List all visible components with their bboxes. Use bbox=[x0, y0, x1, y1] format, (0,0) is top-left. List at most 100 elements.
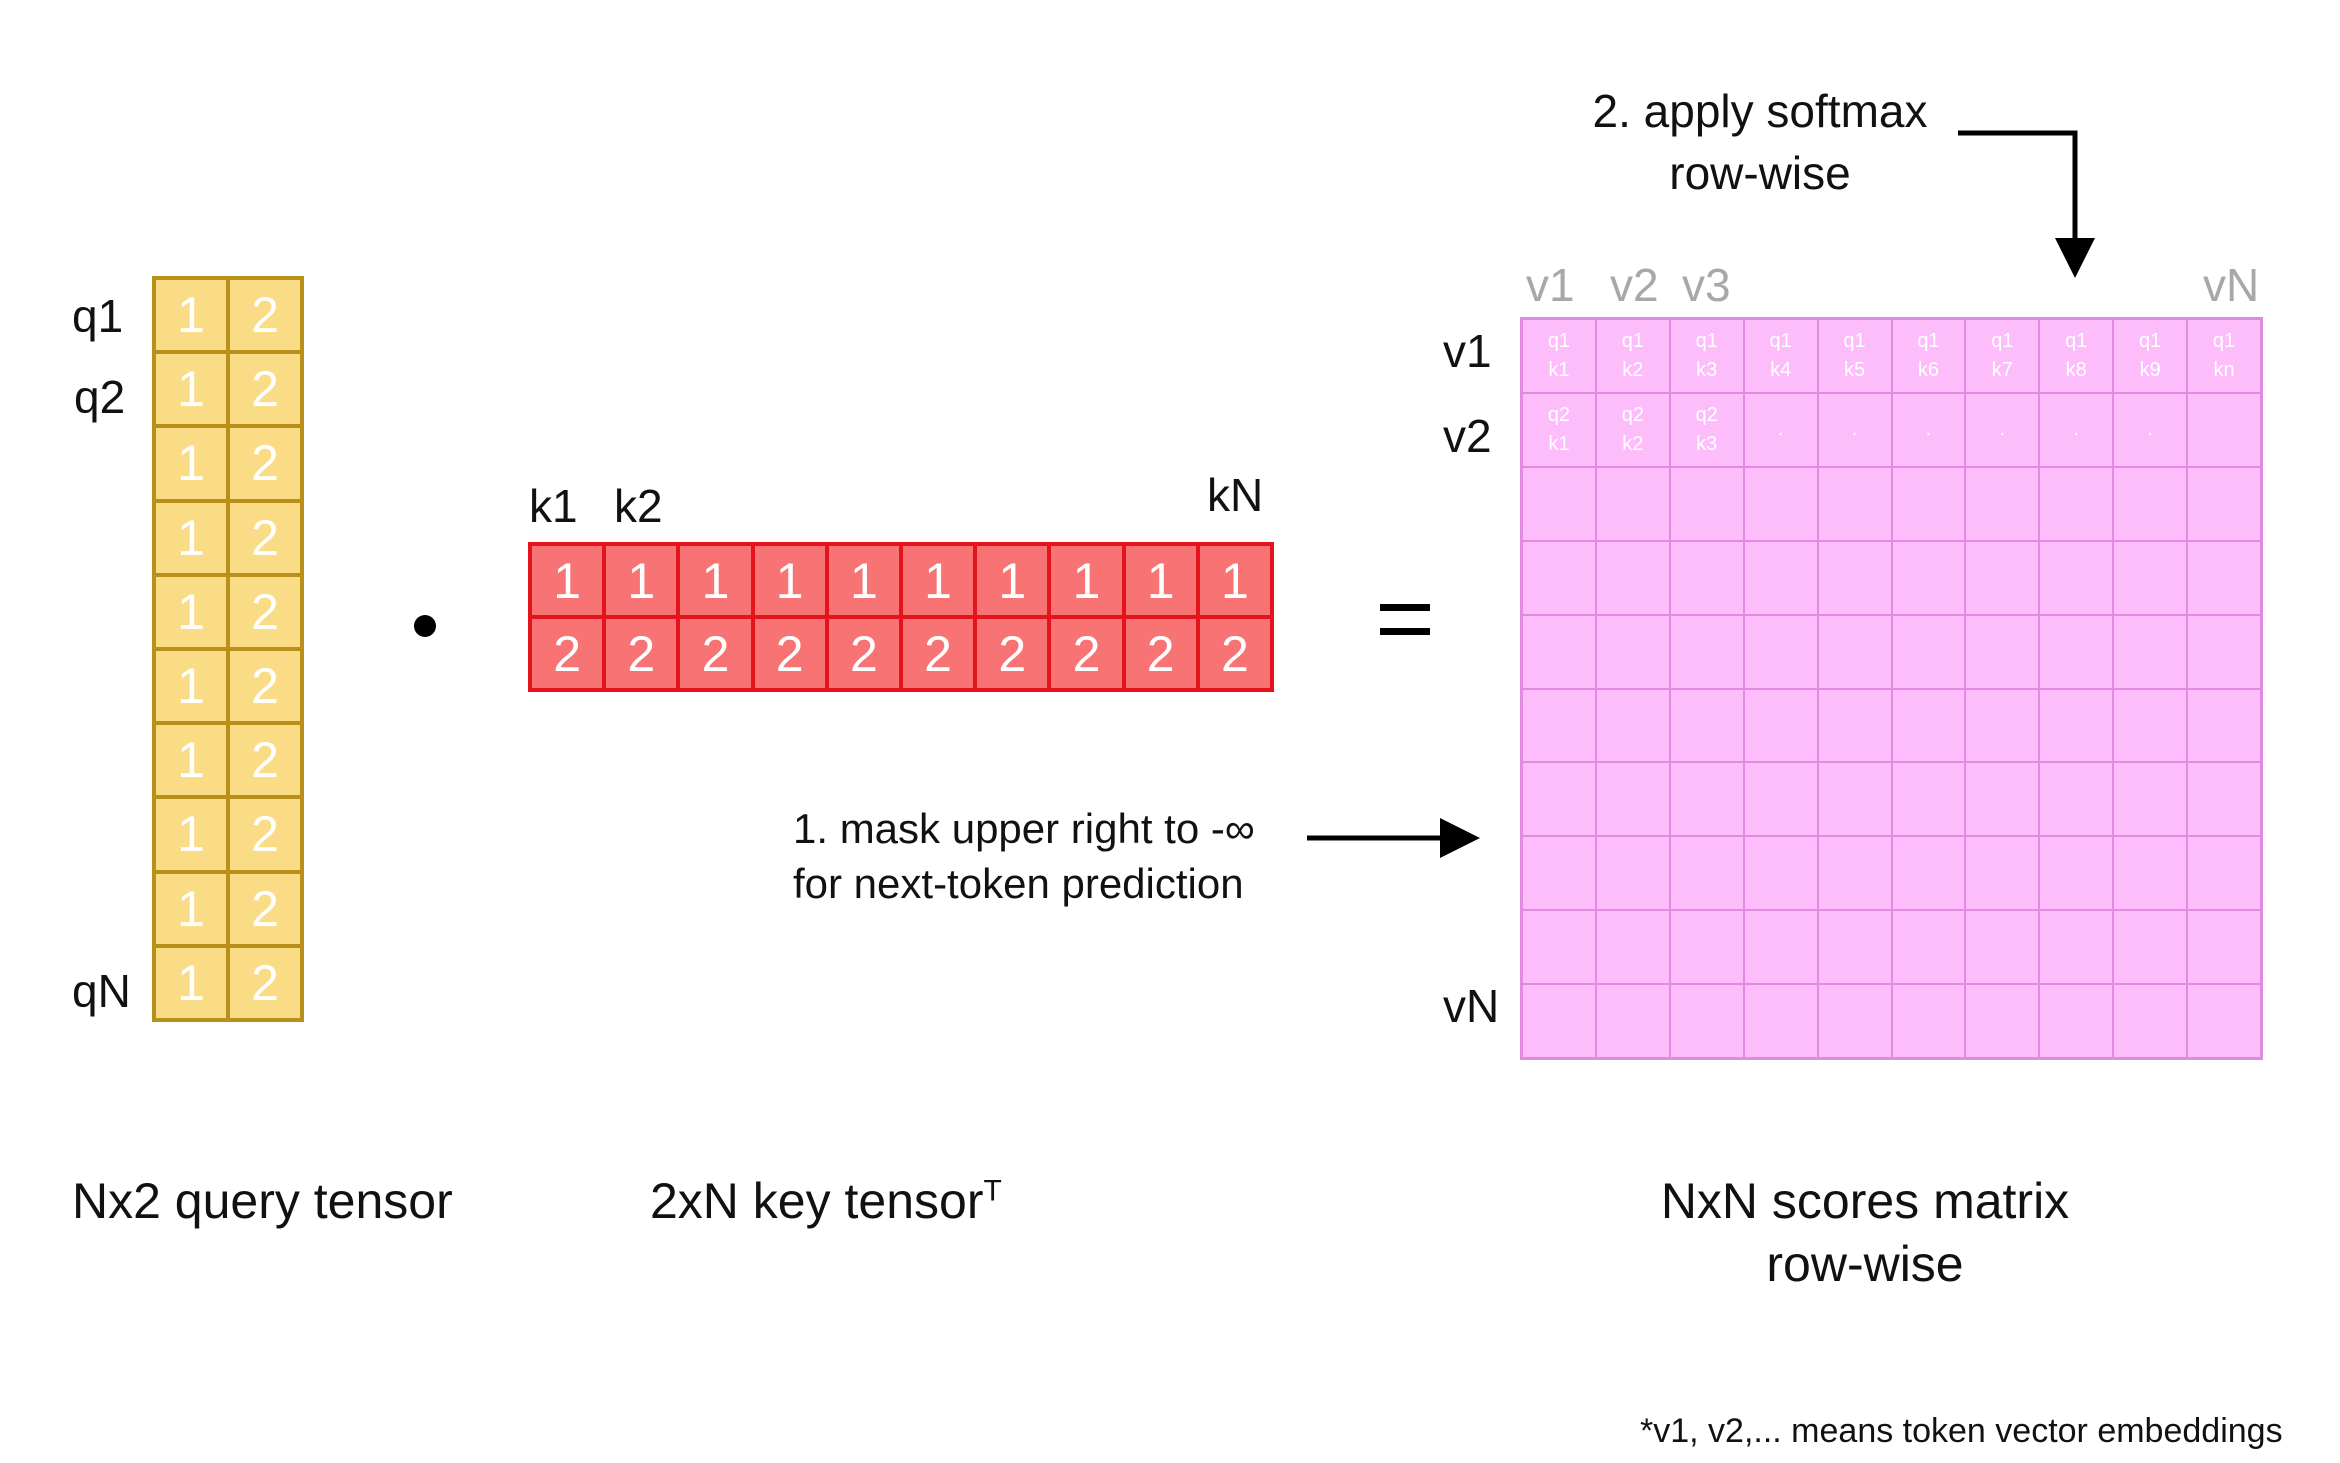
query-cell: 1 bbox=[154, 797, 228, 872]
equals-operator-top-bar bbox=[1380, 604, 1430, 611]
scores-cell bbox=[1817, 688, 1892, 763]
scores-col-label-v3: v3 bbox=[1682, 259, 1731, 311]
scores-cell bbox=[1522, 688, 1596, 763]
scores-cell bbox=[1595, 984, 1670, 1058]
scores-cell bbox=[1669, 540, 1744, 615]
scores-cell bbox=[1595, 762, 1670, 837]
scores-cell bbox=[1965, 614, 2040, 689]
scores-cell bbox=[1965, 540, 2040, 615]
softmax-annotation-line1: 2. apply softmax bbox=[1592, 85, 1928, 137]
key-tensor-caption-sup: T bbox=[983, 1174, 1002, 1208]
scores-cell-dot: . bbox=[2147, 418, 2153, 441]
scores-row-label-vn: vN bbox=[1443, 980, 1500, 1032]
scores-cell bbox=[1743, 910, 1818, 985]
query-row-label-q2: q2 bbox=[74, 371, 126, 423]
scores-cell bbox=[1891, 540, 1966, 615]
scores-cell bbox=[1743, 688, 1818, 763]
scores-cell-dot: . bbox=[1925, 418, 1932, 441]
query-cell: 1 bbox=[154, 723, 228, 798]
scores-cell-text: k3 bbox=[1696, 432, 1718, 455]
key-col-label-k1: k1 bbox=[529, 480, 578, 532]
scores-cell bbox=[1595, 614, 1670, 689]
scores-cell-text: k9 bbox=[2139, 358, 2161, 381]
query-cell: 2 bbox=[228, 352, 302, 427]
query-cell: 2 bbox=[228, 945, 302, 1020]
scores-cell-text: k2 bbox=[1622, 432, 1644, 455]
scores-cell bbox=[1522, 762, 1596, 837]
scores-cell-text: q2 bbox=[1547, 403, 1571, 426]
key-cell: 2 bbox=[900, 617, 976, 690]
mask-annotation: 1. mask upper right to -∞ for next-token… bbox=[793, 802, 1255, 911]
scores-cell bbox=[1669, 910, 1744, 985]
scores-cell bbox=[1669, 984, 1744, 1058]
scores-cell bbox=[1891, 910, 1966, 985]
scores-cell bbox=[2039, 984, 2114, 1058]
query-cell: 1 bbox=[154, 426, 228, 501]
scores-cell bbox=[2113, 984, 2188, 1058]
key-cell: 1 bbox=[900, 544, 976, 617]
key-cell: 1 bbox=[975, 544, 1050, 617]
scores-cell bbox=[1891, 614, 1966, 689]
scores-caption-line1: NxN scores matrix bbox=[1660, 1173, 2070, 1229]
scores-cell bbox=[1817, 614, 1892, 689]
key-cell: 2 bbox=[1197, 617, 1272, 690]
scores-cell-text: q2 bbox=[1621, 403, 1644, 426]
key-cell: 2 bbox=[1123, 617, 1198, 690]
key-cell: 2 bbox=[1049, 617, 1124, 690]
scores-cell: . bbox=[1743, 392, 1818, 467]
key-cell: 1 bbox=[826, 544, 901, 617]
scores-cell bbox=[2113, 540, 2188, 615]
softmax-annotation: 2. apply softmax row-wise bbox=[1560, 80, 1960, 204]
scores-cell bbox=[2113, 836, 2188, 911]
scores-cell-dot: . bbox=[1999, 418, 2006, 441]
scores-cell bbox=[1522, 984, 1596, 1058]
scores-cell: . bbox=[1817, 392, 1892, 467]
scores-cell bbox=[2187, 836, 2261, 911]
scores-cell-text: k3 bbox=[1696, 358, 1718, 381]
scores-cell bbox=[1522, 836, 1596, 911]
scores-cell-text: q2 bbox=[1695, 403, 1718, 426]
scores-row-label-v1: v1 bbox=[1443, 325, 1492, 377]
scores-cell-dot: . bbox=[1851, 418, 1858, 441]
scores-cell-text: q1 bbox=[1769, 329, 1792, 352]
scores-cell bbox=[1743, 466, 1818, 541]
scores-cell-text: k8 bbox=[2065, 358, 2087, 381]
scores-cell-text: k1 bbox=[1548, 358, 1570, 381]
query-cell: 1 bbox=[154, 945, 228, 1020]
scores-cell bbox=[2187, 762, 2261, 837]
scores-cell bbox=[1743, 836, 1818, 911]
scores-cell-dot: . bbox=[1777, 418, 1784, 441]
scores-cell-text: q1 bbox=[2065, 329, 2088, 352]
scores-cell bbox=[1669, 762, 1744, 837]
scores-cell bbox=[2113, 910, 2188, 985]
scores-cell bbox=[2187, 984, 2261, 1058]
key-col-label-kn: kN bbox=[1207, 469, 1264, 521]
scores-cell bbox=[2113, 466, 2188, 541]
key-cell: 2 bbox=[604, 617, 679, 690]
scores-cell bbox=[1817, 836, 1892, 911]
query-cell: 1 bbox=[154, 352, 228, 427]
query-cell: 2 bbox=[228, 648, 302, 724]
scores-cell bbox=[1595, 688, 1670, 763]
scores-cell bbox=[1743, 540, 1818, 615]
key-tensor-caption-text: 2xN key tensor bbox=[650, 1173, 984, 1229]
key-cell: 1 bbox=[752, 544, 827, 617]
query-cell: 2 bbox=[228, 723, 302, 798]
scores-cell bbox=[1817, 540, 1892, 615]
scores-cell bbox=[1817, 762, 1892, 837]
scores-cell-text: q1 bbox=[2212, 329, 2236, 352]
scores-cell bbox=[1743, 614, 1818, 689]
scores-cell bbox=[1669, 614, 1744, 689]
